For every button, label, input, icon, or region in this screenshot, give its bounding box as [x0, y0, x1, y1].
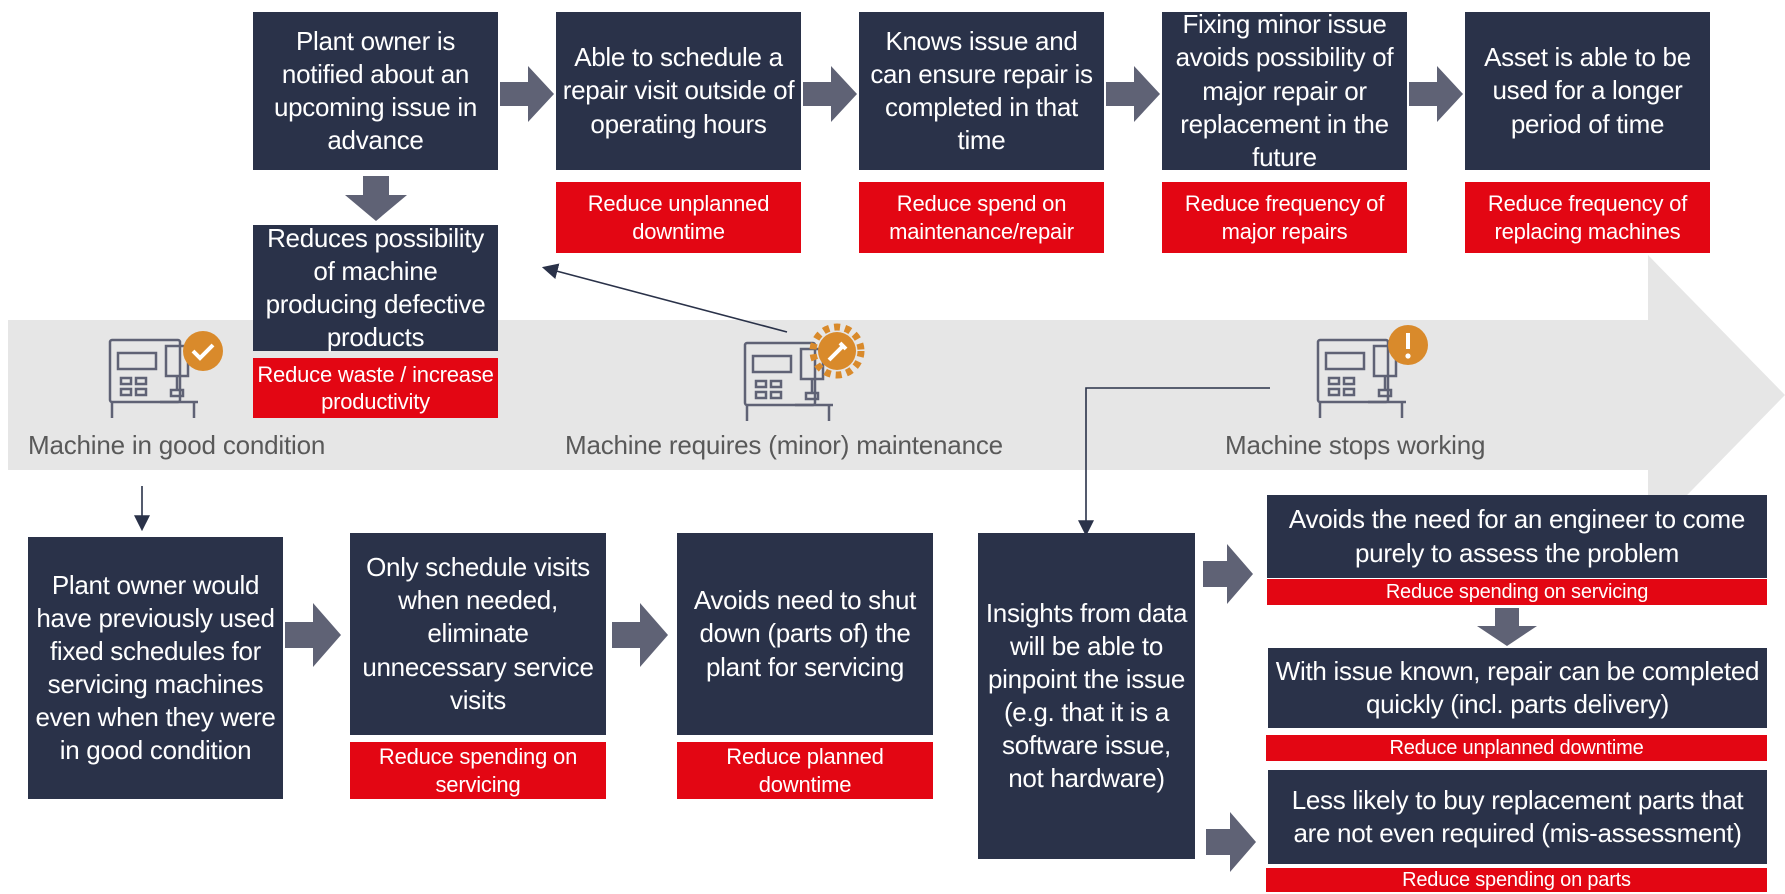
box-knows-issue: Knows issue and can ensure repair is com…: [859, 12, 1104, 170]
stage-label-good: Machine in good condition: [28, 430, 326, 460]
arrow-stops-to-insights: [1078, 387, 1270, 537]
box-avoid-engineer: Avoids the need for an engineer to come …: [1267, 495, 1767, 578]
arrow-right-down: [1477, 608, 1537, 646]
tag-reduce-servicing: Reduce spending on servicing: [350, 742, 606, 799]
box-asset-longer: Asset is able to be used for a longer pe…: [1465, 12, 1710, 170]
box-insights: Insights from data will be able to pinpo…: [978, 533, 1195, 859]
arrow-top-4: [1409, 66, 1463, 122]
tag-reduce-spending-servicing: Reduce spending on servicing: [1267, 579, 1767, 605]
tag-reduce-major-repairs: Reduce frequency of major repairs: [1162, 182, 1407, 253]
box-repair-quickly: With issue known, repair can be complete…: [1268, 648, 1767, 728]
box-schedule-repair: Able to schedule a repair visit outside …: [556, 12, 801, 170]
stage-label-stops: Machine stops working: [1225, 430, 1486, 460]
machine-alert-icon: [1316, 338, 1406, 418]
arrow-bottom-2: [612, 603, 668, 667]
arrow-top-3: [1106, 66, 1160, 122]
machine-wrench-icon: [743, 341, 833, 421]
tag-reduce-planned-downtime: Reduce planned downtime: [677, 742, 933, 799]
box-notified: Plant owner is notified about an upcomin…: [253, 12, 498, 170]
check-badge: [183, 331, 223, 371]
box-avoids-shutdown: Avoids need to shut down (parts of) the …: [677, 533, 933, 735]
stage-label-minor: Machine requires (minor) maintenance: [565, 430, 1003, 460]
arrow-bottom-1: [285, 603, 341, 667]
arrow-top-down: [345, 176, 407, 221]
arrow-right-1: [1203, 544, 1253, 604]
box-less-likely-parts: Less likely to buy replacement parts tha…: [1268, 770, 1767, 864]
tag-reduce-spending-parts: Reduce spending on parts: [1266, 868, 1767, 892]
box-only-schedule: Only schedule visits when needed, elimin…: [350, 533, 606, 735]
tag-reduce-replacing: Reduce frequency of replacing machines: [1465, 182, 1710, 253]
lifecycle-arrow-head: [1648, 255, 1785, 535]
arrow-right-3: [1206, 812, 1256, 872]
arrow-top-2: [803, 66, 857, 122]
machine-check-icon: [108, 338, 198, 418]
box-defective-products: Reduces possibility of machine producing…: [253, 223, 498, 352]
tag-reduce-spend-maintenance: Reduce spend on maintenance/repair: [859, 182, 1104, 253]
box-fixed-schedules: Plant owner would have previously used f…: [28, 537, 283, 799]
tag-reduce-waste: Reduce waste / increase productivity: [253, 358, 498, 418]
arrow-minor-to-defect: [541, 263, 788, 333]
tag-reduce-unplanned-downtime: Reduce unplanned downtime: [556, 182, 801, 253]
arrow-top-1: [500, 66, 554, 122]
tag-reduce-unplanned-downtime-2: Reduce unplanned downtime: [1266, 735, 1767, 761]
box-fixing-minor: Fixing minor issue avoids possibility of…: [1162, 9, 1407, 172]
